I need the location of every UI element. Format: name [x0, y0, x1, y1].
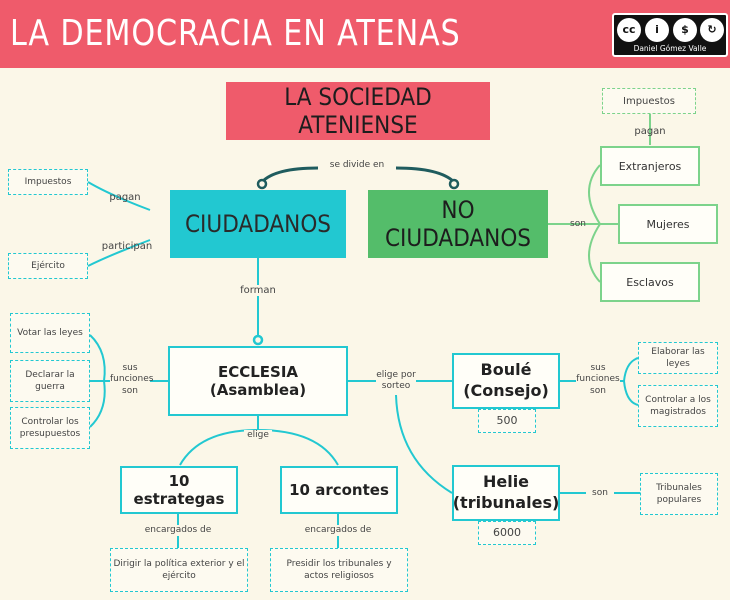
connector-se-divide-en: se divide en [329, 160, 385, 170]
by-icon: i [645, 18, 669, 42]
label-forman: forman [232, 285, 284, 296]
boule-count: 500 [478, 409, 536, 433]
nc-icon: $ [673, 18, 697, 42]
item-esclavos: Esclavos [600, 262, 700, 302]
ciudadanos-impuestos: Impuestos [8, 169, 88, 195]
function-votar-leyes: Votar las leyes [10, 313, 90, 353]
label-son-no-ciudadanos: son [570, 219, 586, 229]
ciudadanos-node: CIUDADANOS [170, 190, 346, 258]
label-pagan-extranjeros: pagan [634, 126, 666, 137]
license-author: Daniel Gómez Valle [633, 44, 707, 53]
label-elige-por-sorteo: elige por sorteo [376, 370, 416, 393]
label-sus-funciones-ecclesia: sus funciones son [110, 363, 154, 397]
estrategas-role: Dirigir la política exterior y el ejérci… [110, 548, 248, 592]
license-badge[interactable]: cc i $ ↻ Daniel Gómez Valle [612, 13, 728, 57]
cc-icon: cc [617, 18, 641, 42]
function-elaborar-leyes: Elaborar las leyes [638, 342, 718, 374]
function-controlar-presupuestos: Controlar los presupuestos [10, 407, 90, 449]
label-encargados-estrategas: encargados de [142, 525, 214, 537]
page-title: LA DEMOCRACIA EN ATENAS [10, 13, 461, 54]
function-declarar-guerra: Declarar la guerra [10, 360, 90, 402]
ecclesia-node: ECCLESIA (Asamblea) [168, 346, 348, 416]
label-elige: elige [244, 430, 272, 442]
label-participan: participan [101, 241, 153, 252]
root-node: LA SOCIEDAD ATENIENSE [226, 82, 490, 140]
label-encargados-arcontes: encargados de [302, 525, 374, 537]
ciudadanos-ejercito: Ejército [8, 253, 88, 279]
no-ciudadanos-impuestos: Impuestos [602, 88, 696, 114]
header-bar [0, 0, 730, 68]
no-ciudadanos-node: NO CIUDADANOS [368, 190, 548, 258]
boule-node: Boulé (Consejo) [452, 353, 560, 409]
item-extranjeros: Extranjeros [600, 146, 700, 186]
label-sus-funciones-boule: sus funciones son [576, 363, 620, 397]
sa-icon: ↻ [700, 18, 724, 42]
helie-count: 6000 [478, 521, 536, 545]
estrategas-node: 10 estrategas [120, 466, 238, 514]
helie-node: Helie (tribunales) [452, 465, 560, 521]
label-pagan: pagan [109, 192, 141, 203]
function-controlar-magistrados: Controlar a los magistrados [638, 385, 718, 427]
label-son-helie: son [586, 488, 614, 500]
item-mujeres: Mujeres [618, 204, 718, 244]
arcontes-role: Presidir los tribunales y actos religios… [270, 548, 408, 592]
helie-tribunales-populares: Tribunales populares [640, 473, 718, 515]
arcontes-node: 10 arcontes [280, 466, 398, 514]
